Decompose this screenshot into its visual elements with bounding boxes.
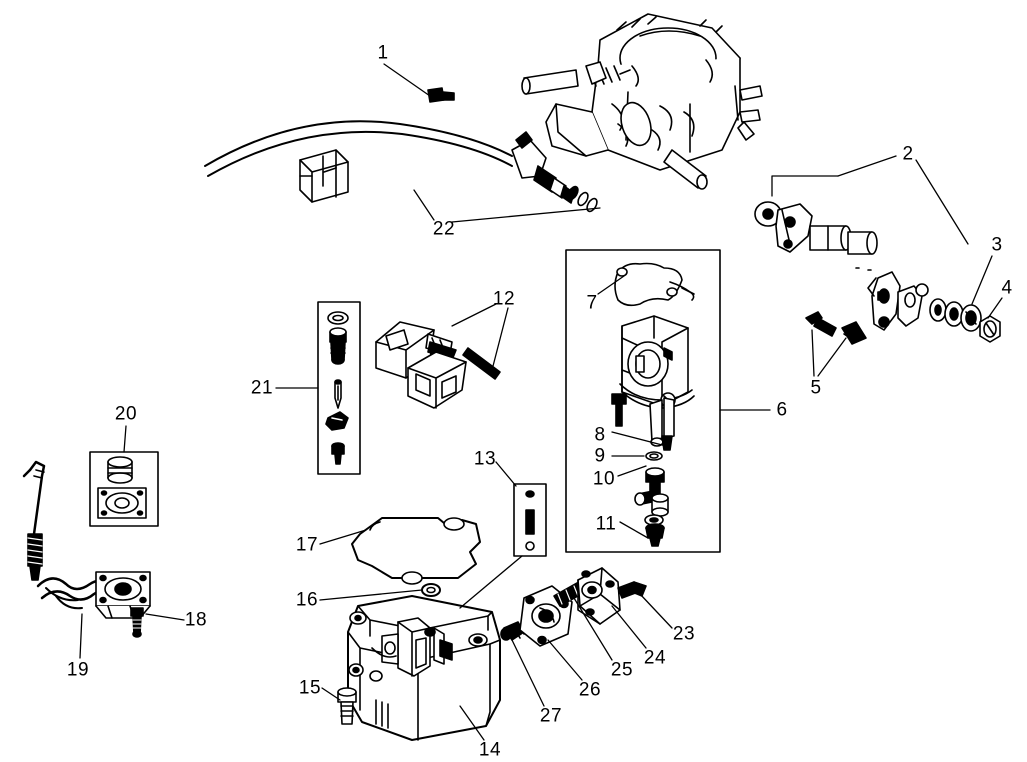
callout-7: 7 xyxy=(586,292,598,314)
callout-21: 21 xyxy=(250,377,274,399)
part-5-screws xyxy=(805,311,867,345)
fuel-pump-group xyxy=(500,567,647,647)
part-2-throttle-shaft xyxy=(754,201,929,331)
callout-16: 16 xyxy=(295,589,319,611)
part-18-screw xyxy=(130,607,144,638)
callout-26: 26 xyxy=(578,679,602,701)
repair-kit-box xyxy=(317,301,361,475)
part-4-nut xyxy=(979,315,1001,343)
callout-23: 23 xyxy=(672,623,696,645)
callout-4: 4 xyxy=(1001,277,1013,299)
callout-13: 13 xyxy=(473,448,497,470)
part-1-bolt xyxy=(427,87,455,103)
callout-22: 22 xyxy=(432,218,456,240)
callout-5: 5 xyxy=(810,377,822,399)
accelerator-pump-box xyxy=(565,249,721,553)
part-14-float-bowl xyxy=(347,595,501,741)
callout-25: 25 xyxy=(610,659,634,681)
callout-2: 2 xyxy=(902,143,914,165)
part-12-float xyxy=(375,321,501,409)
callout-19: 19 xyxy=(66,659,90,681)
callout-11: 11 xyxy=(595,513,617,535)
callout-3: 3 xyxy=(991,234,1003,256)
part-13-retainer-plate xyxy=(513,483,547,557)
part-22-wiring-harness xyxy=(204,120,598,213)
callout-10: 10 xyxy=(592,468,616,490)
part-16-o-ring xyxy=(421,583,441,597)
callout-6: 6 xyxy=(776,399,788,421)
callout-18: 18 xyxy=(184,609,208,631)
callout-24: 24 xyxy=(643,647,667,669)
callout-14: 14 xyxy=(478,739,502,761)
part-17-bowl-gasket xyxy=(351,517,481,585)
enrichener-kit-box xyxy=(89,451,159,527)
part-19-enrichener xyxy=(22,460,151,619)
callout-27: 27 xyxy=(539,705,563,727)
callout-15: 15 xyxy=(298,677,322,699)
callout-20: 20 xyxy=(114,403,138,425)
throttle-body-casting xyxy=(521,13,763,190)
part-3-washers xyxy=(929,298,982,332)
callout-1: 1 xyxy=(377,42,389,64)
callout-17: 17 xyxy=(295,534,319,556)
callout-9: 9 xyxy=(594,445,606,467)
callout-8: 8 xyxy=(594,424,606,446)
part-15-screw xyxy=(337,687,357,725)
callout-12: 12 xyxy=(492,288,516,310)
